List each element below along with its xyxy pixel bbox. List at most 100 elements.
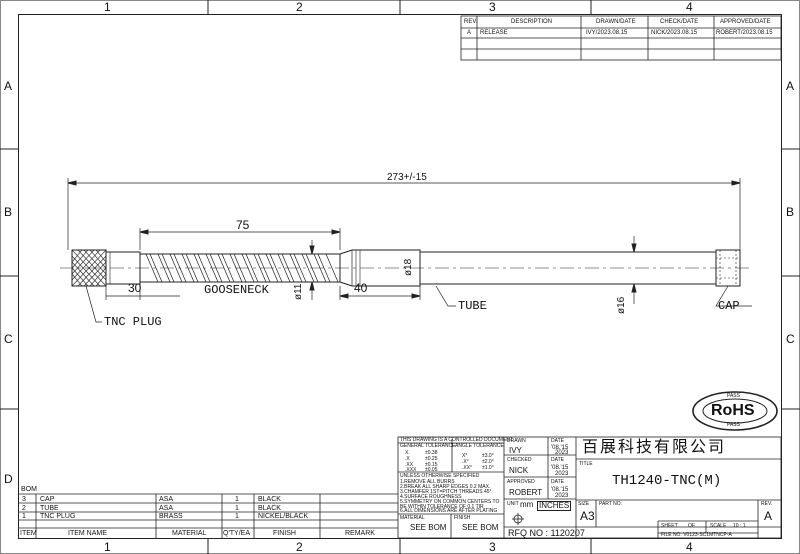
grid-row-c: C [4,332,13,346]
bom-row3-finish: BLACK [258,496,281,503]
tb-angle-tol: ANGLE TOLERANCE [455,443,504,449]
tb-checked-date-label: DATE [551,457,564,463]
rohs-pass-top: PASS [727,393,740,399]
grid-row-b: B [4,205,13,219]
grid-row-c-right: C [786,332,795,346]
rev-header-check: CHECK/DATE [660,19,699,25]
rev-row-desc: RELEASE [480,30,508,36]
tb-drawn-date-label: DATE [551,438,564,444]
dim-gooseneck: 75 [236,218,250,232]
tb-unless: UNLESS OTHERWISE SPECIFIED [400,473,480,479]
tb-tol-xxxx: .XXX [405,467,417,473]
bom-row2-material: ASA [159,505,174,512]
tb-approved-date-y: 2023 [555,493,569,499]
tb-note-4: 4.SURFACE ROUGHNESS [400,494,462,500]
tb-note-5: 5.SYMMETRY ON COMMON CENTERS TO [400,499,500,505]
bom-header-qty: Q'TY/EA [223,530,251,537]
tb-drawn-name: IVY [509,446,522,455]
tb-ang-2-val: ±2.0° [482,459,494,465]
tb-drawn-label: DRAWN [507,438,526,444]
tb-title-value: TH1240-TNC(M) [612,473,722,489]
bom-header-finish: FINISH [273,530,296,537]
tb-scale-value: 10 : 1 [733,523,746,529]
tb-rev-label: REV. [761,501,773,507]
bom-row2-finish: BLACK [258,505,281,512]
tb-ang-1: X° [462,453,468,459]
tb-checked-name: NICK [509,466,529,475]
bom-header-name: ITEM NAME [68,530,107,537]
tb-ang-2: .X° [462,459,469,465]
tb-material-label: MATERIAL [400,515,425,521]
rev-row-rev: A [467,30,472,36]
tb-checked-date-md: '08.'15 [551,465,569,471]
grid-col-1-bottom: 1 [104,540,111,554]
rev-header-drawn: DRAWN/DATE [596,19,636,25]
grid-col-4-bottom: 4 [686,540,693,554]
tb-tol-xxx-val: ±0.15 [425,462,438,468]
bom-row2-name: TUBE [40,505,59,512]
tb-drawn-date-md: '08.'15 [551,445,569,451]
grid-col-3-bottom: 3 [489,540,496,554]
tb-checked-date-y: 2023 [555,471,569,477]
tb-sheet-label: SHEET [661,523,678,529]
dim-dia-gooseneck: ø11 [293,283,304,301]
label-gooseneck: GOOSENECK [204,283,269,297]
tb-tol-xx: .X [405,456,410,462]
bom-row3-qty: 1 [235,496,239,503]
tb-approved-name: ROBERT [509,488,543,497]
grid-col-2: 2 [296,0,303,14]
tb-approved-date-label: DATE [551,479,564,485]
bom-row1-finish: NICKEL/BLACK [258,513,309,520]
tb-approved-date-md: '08.'15 [551,487,569,493]
tb-note-7: 6.ALL DIMENSIONS ARE AFTER PLATING [400,508,498,514]
grid-col-3: 3 [489,0,496,14]
bom-row1-name: TNC PLUG [40,513,76,520]
tb-tol-xxxx-val: ±0.05 [425,467,438,473]
tb-material-value: SEE BOM [410,523,447,532]
tb-unit-inches: INCHES [537,501,572,511]
bom-header-remark: REMARK [345,530,375,537]
tb-note-1: 1.REMOVE ALL BURRS [400,479,455,485]
tb-tol-x: X. [405,450,410,456]
tb-size-value: A3 [580,509,595,523]
tb-note-6: BE WITHIN TOLERANCE OF 0.1 TIR [400,504,484,510]
bom-header-material: MATERIAL [172,530,207,537]
label-tube: TUBE [458,299,487,313]
tb-drawn-date-y: 2023 [555,450,569,456]
grid-row-a: A [4,79,13,93]
tb-ang-1-val: ±3.0° [482,453,494,459]
bom-row1-item: 1 [22,513,26,520]
tb-scale-label: SCALE [710,523,727,529]
bom-row1-qty: 1 [235,513,239,520]
label-tnc-plug: TNC PLUG [104,315,162,329]
bom-row3-name: CAP [40,496,55,503]
tb-tol-xx-val: ±0.25 [425,456,438,462]
tb-approved-label: APPROVED [507,479,535,485]
dim-overall: 273+/-15 [387,172,427,183]
bom-row2-qty: 1 [235,505,239,512]
tb-ang-3: .XX° [462,465,473,471]
grid-row-a-right: A [786,79,795,93]
grid-col-1: 1 [104,0,111,14]
dim-tube-section: 40 [354,281,368,295]
tb-part-no-label: PART NO. [599,501,623,507]
bom-header-item: ITEM [20,530,37,537]
rohs-logo: RoHS [711,402,755,419]
rev-row-check: NICK/2023.08.15 [651,30,698,36]
rev-row-approved: ROBERT/2023.08.15 [716,30,773,36]
grid-col-4: 4 [686,0,693,14]
dim-dia-tube: ø16 [616,296,627,314]
tb-rfq: RFQ NO : 1120207 [508,528,585,538]
rev-header-approved: APPROVED/DATE [720,19,771,25]
tb-unit-mm: mm [520,500,534,509]
tb-sheet-of: OF [688,523,695,529]
grid-col-2-bottom: 2 [296,540,303,554]
tb-unit-label: UNIT [507,501,519,507]
tb-controlled: THIS DRAWING IS A CONTROLLED DOCUMENT [400,437,513,443]
bom-row3-item: 3 [22,496,26,503]
rev-header-desc: DESCRIPTION [511,19,553,25]
tb-note-2: 2.BREAK ALL SHARP EDGES 0.2 MAX. [400,484,491,490]
tb-finish-label: FINISH [454,515,471,521]
tb-tol-x-val: ±0.38 [425,450,438,456]
